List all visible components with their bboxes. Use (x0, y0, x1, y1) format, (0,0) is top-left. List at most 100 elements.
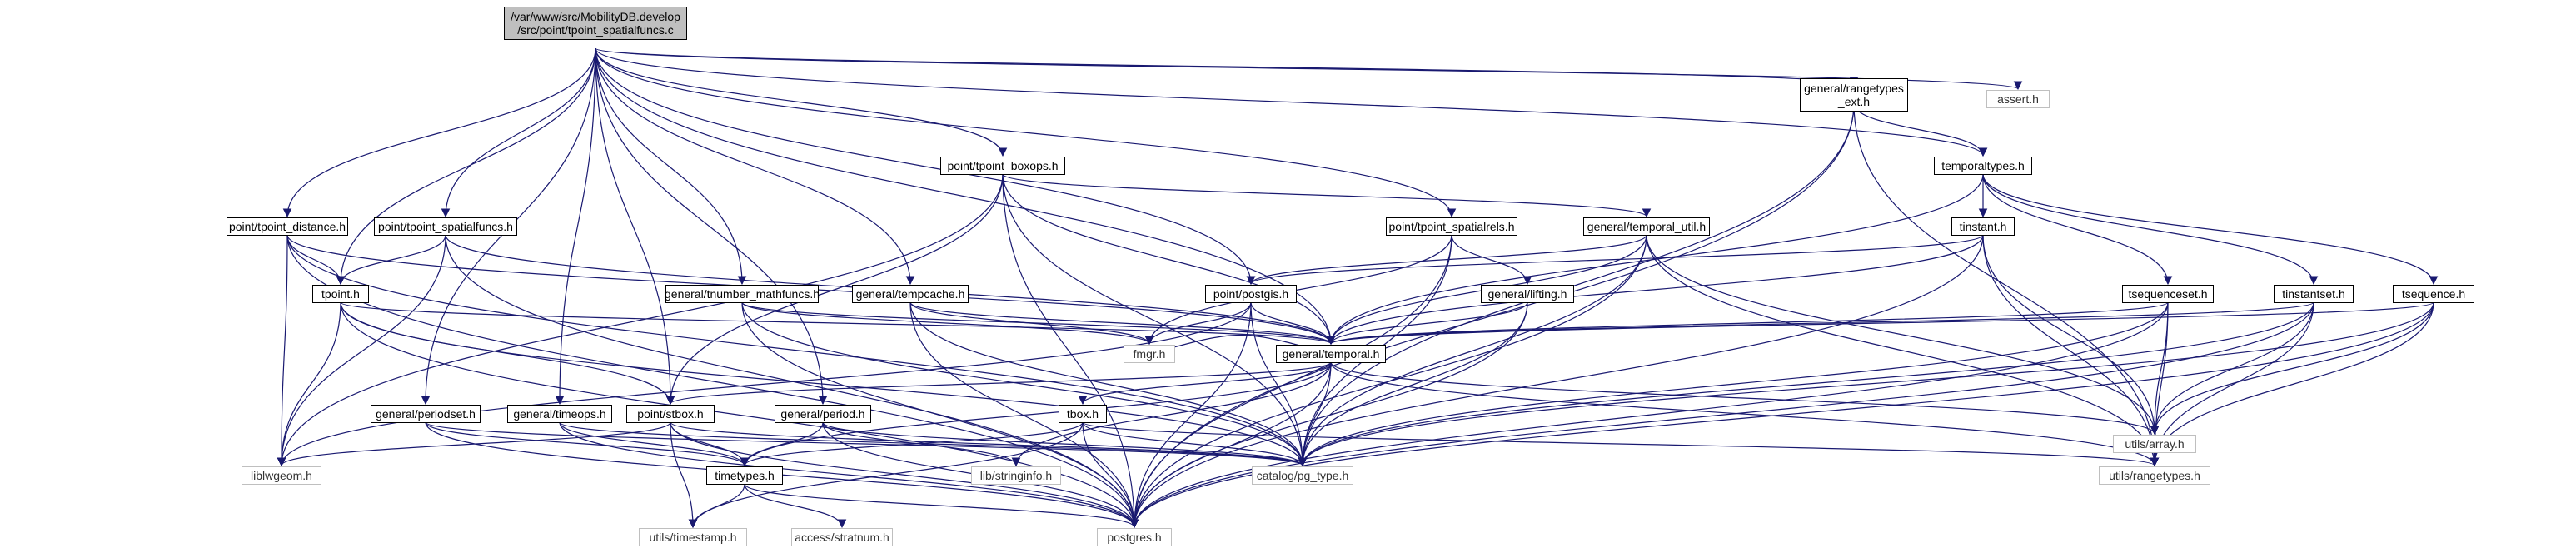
edge-per-to-pgt (822, 421, 1308, 467)
node-utils-array-h: utils/array.h (2113, 435, 2196, 453)
edge-root-to-tops (555, 47, 596, 406)
node-general-tempcache-h[interactable]: general/tempcache.h (852, 285, 969, 303)
node-label: temporaltypes.h (1941, 159, 2025, 172)
edge-tmp-to-tbx (1078, 361, 1332, 406)
edge-tt-to-tis (1982, 173, 2319, 286)
node-tsequence-h[interactable]: tsequence.h (2393, 285, 2474, 303)
node-tinstantset-h[interactable]: tinstantset.h (2274, 285, 2354, 303)
node-general-lifting-h[interactable]: general/lifting.h (1481, 285, 1574, 303)
edge-root-to-tnm (595, 47, 747, 286)
node-tsequenceset-h[interactable]: tsequenceset.h (2122, 285, 2214, 303)
edge-util-to-pgt (1298, 234, 1647, 467)
root-path-line-2: /src/point/tpoint_spatialfuncs.c (517, 23, 674, 37)
node-general-rangetypes-ext-h[interactable]: general/rangetypes _ext.h (1800, 78, 1908, 112)
edge-tmp-to-arr (1330, 361, 2160, 436)
edge-tin-to-pg (1129, 234, 1984, 529)
edge-tnm-to-pg (741, 301, 1139, 529)
edge-tbx-to-pg (1082, 421, 1139, 529)
node-general-tnumber-mathfuncs-h[interactable]: general/tnumber_mathfuncs.h (665, 285, 820, 303)
node-general-timeops-h[interactable]: general/timeops.h (507, 405, 612, 423)
edge-sfh-to-lwg (277, 234, 446, 467)
edge-dist-to-lwg (277, 234, 288, 467)
node-timetypes-h[interactable]: timetypes.h (706, 466, 783, 485)
edge-tss-to-pg (1129, 301, 2169, 529)
node-label: general/period.h (780, 407, 865, 421)
edge-tin-to-rng (1982, 234, 2160, 467)
edge-tops-to-pg (559, 421, 1139, 529)
edge-pgis-to-fmgr (1144, 301, 1252, 346)
node-assert-h: assert.h (1986, 90, 2050, 108)
node-postgres-h: postgres.h (1097, 528, 1172, 546)
node-tpoint-h[interactable]: tpoint.h (312, 285, 369, 303)
edge-rex-to-rng (1853, 102, 2160, 467)
edge-tbx-to-tty (740, 421, 1084, 467)
edge-srel-to-lift (1451, 234, 1532, 286)
edge-root-to-cache (595, 47, 915, 286)
edge-tnm-to-pgt (741, 301, 1308, 467)
edge-box-to-lwg (277, 173, 1004, 467)
edge-tseq-to-arr (2150, 301, 2434, 436)
node-point-tpoint-spatialfuncs-h[interactable]: point/tpoint_spatialfuncs.h (374, 217, 517, 236)
edge-pset-to-pgt (425, 421, 1308, 467)
node-tinstant-h[interactable]: tinstant.h (1951, 217, 2015, 236)
edge-tss-to-pgt (1298, 301, 2169, 467)
node-catalog-pg-type-h: catalog/pg_type.h (1252, 466, 1353, 485)
node-label: general/timeops.h (513, 407, 606, 421)
edge-box-to-util (1002, 173, 1652, 218)
edge-root-to-rex (595, 47, 1858, 87)
node-label-line-1: general/rangetypes (1804, 82, 1904, 95)
edge-tt-to-tss (1982, 173, 2173, 286)
node-general-temporal-h[interactable]: general/temporal.h (1276, 345, 1386, 363)
edge-box-to-pgt (1002, 173, 1308, 467)
node-label: general/tnumber_mathfuncs.h (665, 287, 820, 301)
edge-box-to-tmp (1002, 173, 1336, 346)
edge-tty-to-strat (744, 483, 847, 529)
edge-tty-to-pg (744, 483, 1139, 529)
edge-tbx-to-rng (1082, 421, 2159, 467)
edge-tmp-to-stb (665, 361, 1332, 406)
edge-tss-to-tmp (1326, 301, 2169, 346)
node-point-tpoint-distance-h[interactable]: point/tpoint_distance.h (227, 217, 348, 236)
node-access-stratnum-h: access/stratnum.h (791, 528, 893, 546)
node-label: point/tpoint_spatialfuncs.h (378, 220, 513, 233)
node-point-tpoint-boxops-h[interactable]: point/tpoint_boxops.h (940, 157, 1065, 175)
edge-util-to-rng (1646, 234, 2160, 467)
node-general-periodset-h[interactable]: general/periodset.h (371, 405, 481, 423)
edge-cache-to-tmp (909, 301, 1336, 346)
dependency-edges (277, 47, 2439, 529)
edge-box-to-stb (665, 173, 1004, 406)
edge-tt-to-tseq (1982, 173, 2439, 286)
edge-cache-to-pgt (909, 301, 1308, 467)
node-point-postgis-h[interactable]: point/postgis.h (1205, 285, 1297, 303)
edge-root-to-srel (595, 47, 1457, 218)
edge-rex-to-tt (1853, 102, 1988, 157)
edge-tis-to-tmp (1327, 301, 2314, 346)
node-label: utils/timestamp.h (649, 531, 737, 544)
node-label: tpoint.h (321, 287, 360, 301)
node-general-temporal-util-h[interactable]: general/temporal_util.h (1583, 217, 1710, 236)
edge-tseq-to-tmp (1327, 301, 2434, 346)
edge-root-to-sfh (441, 47, 596, 218)
node-label: general/tempcache.h (855, 287, 965, 301)
edge-tt-to-tmp (1326, 173, 1984, 346)
node-label: timetypes.h (715, 469, 775, 482)
edge-pgis-to-lwg (277, 301, 1252, 467)
edge-pgis-to-pg (1129, 301, 1252, 529)
edge-tis-to-pgt (1298, 301, 2314, 467)
edge-cache-to-fmgr (909, 301, 1154, 346)
node-general-period-h[interactable]: general/period.h (775, 405, 871, 423)
node-tbox-h[interactable]: tbox.h (1059, 405, 1107, 423)
edge-pgis-to-pgt (1250, 301, 1308, 467)
node-point-stbox-h[interactable]: point/stbox.h (626, 405, 715, 423)
node-label: point/tpoint_boxops.h (947, 159, 1059, 172)
edge-root-to-tp (336, 47, 596, 286)
edge-tp-to-pg (340, 301, 1139, 529)
node-temporaltypes-h[interactable]: temporaltypes.h (1934, 157, 2032, 175)
node-point-tpoint-spatialrels-h[interactable]: point/tpoint_spatialrels.h (1386, 217, 1517, 236)
root-path-line-1: /var/www/src/MobilityDB.develop (511, 10, 680, 23)
node-label-line-2: _ext.h (1837, 95, 1871, 108)
edge-box-to-pg (1002, 173, 1139, 529)
edge-srel-to-pg (1129, 234, 1452, 529)
edge-tmp-to-pgt (1298, 361, 1332, 467)
node-utils-timestamp-h: utils/timestamp.h (639, 528, 747, 546)
